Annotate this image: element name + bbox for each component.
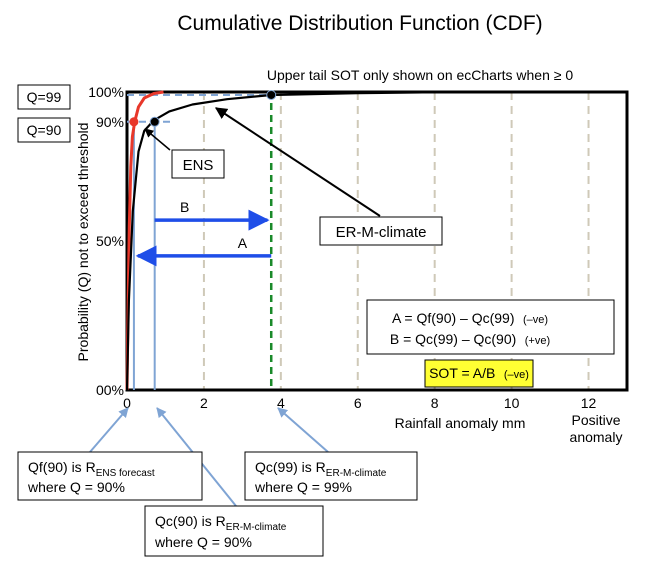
x-tick-label-10: 10 (504, 395, 520, 411)
ens-label-box: ENS (171, 149, 225, 179)
formula-box: A = Qf(90) – Qc(99) (–ve) B = Qc(99) – Q… (366, 299, 615, 355)
arrow-a-label: A (238, 235, 248, 251)
page-title: Cumulative Distribution Function (CDF) (177, 12, 542, 35)
qf90-callout-line2: where Q = 90% (27, 479, 125, 495)
y-tick-label-100: 100% (88, 84, 124, 100)
qc99-callout-line2: where Q = 99% (254, 479, 352, 495)
guide-lines (127, 90, 273, 390)
sot-formula: SOT = A/B (–ve) (429, 365, 529, 382)
qc99-callout-line1: Qc(99) is RER-M-climate (255, 459, 387, 479)
qc99-point (266, 89, 277, 100)
formula-line-b: B = Qc(99) – Qc(90) (+ve) (390, 331, 550, 348)
x-tick-label-2: 2 (200, 395, 208, 411)
y-tick-label-0: 00% (96, 382, 124, 398)
x-tick-label-12: 12 (581, 395, 597, 411)
qc99-callout: Qc(99) is RER-M-climate where Q = 99% (244, 451, 418, 501)
q90-label-box: Q=90 (17, 117, 71, 143)
qc90-point (149, 116, 160, 127)
sot-box: SOT = A/B (–ve) (424, 359, 534, 388)
series-line-ens (125, 90, 164, 391)
qf90-point (129, 117, 139, 127)
ens-label: ENS (183, 157, 214, 174)
formula-line-a: A = Qf(90) – Qc(99) (–ve) (392, 310, 548, 327)
subtitle: Upper tail SOT only shown on ecCharts wh… (267, 67, 573, 83)
positive-anomaly-label: Positive anomaly (570, 412, 623, 445)
vertical-grid (202, 92, 590, 390)
qf90-callout-pointer (89, 407, 129, 453)
qc90-callout: Qc(90) is RER-M-climate where Q = 90% (144, 505, 324, 557)
arrow-b-label: B (180, 199, 189, 215)
y-tick-label-90: 90% (96, 114, 124, 130)
qc90-callout-line1: Qc(90) is RER-M-climate (155, 513, 287, 533)
y-axis-label: Probability (Q) not to exceed threshold (75, 123, 91, 362)
x-tick-label-8: 8 (431, 395, 439, 411)
q90-label: Q=90 (27, 122, 62, 138)
q99-label-box: Q=99 (17, 84, 71, 110)
qf90-callout-line1: Qf(90) is RENS forecast (28, 459, 155, 479)
qc90-callout-line2: where Q = 90% (154, 534, 252, 550)
qf90-callout: Qf(90) is RENS forecast where Q = 90% (17, 451, 203, 501)
y-tick-label-50: 50% (96, 233, 124, 249)
tick-labels: 0 2 4 6 8 10 12 00% 50% 90% 100% (88, 84, 596, 411)
series-line-er-m-climate (125, 90, 543, 391)
difference-arrows: BA (135, 199, 272, 267)
x-tick-label-0: 0 (123, 395, 131, 411)
x-tick-label-6: 6 (354, 395, 362, 411)
ens-pointer-arrow (144, 128, 171, 151)
qc99-callout-pointer (277, 407, 329, 453)
er-climate-label-box: ER-M-climate (319, 216, 443, 246)
q99-label: Q=99 (27, 89, 62, 105)
positive-anomaly-line2: anomaly (570, 429, 623, 445)
x-axis-label: Rainfall anomaly mm (395, 415, 526, 431)
cdf-curves (125, 89, 543, 391)
positive-anomaly-line1: Positive (571, 412, 620, 428)
er-climate-label: ER-M-climate (336, 224, 427, 241)
x-tick-label-4: 4 (277, 395, 285, 411)
er-climate-pointer-arrow (214, 107, 381, 217)
